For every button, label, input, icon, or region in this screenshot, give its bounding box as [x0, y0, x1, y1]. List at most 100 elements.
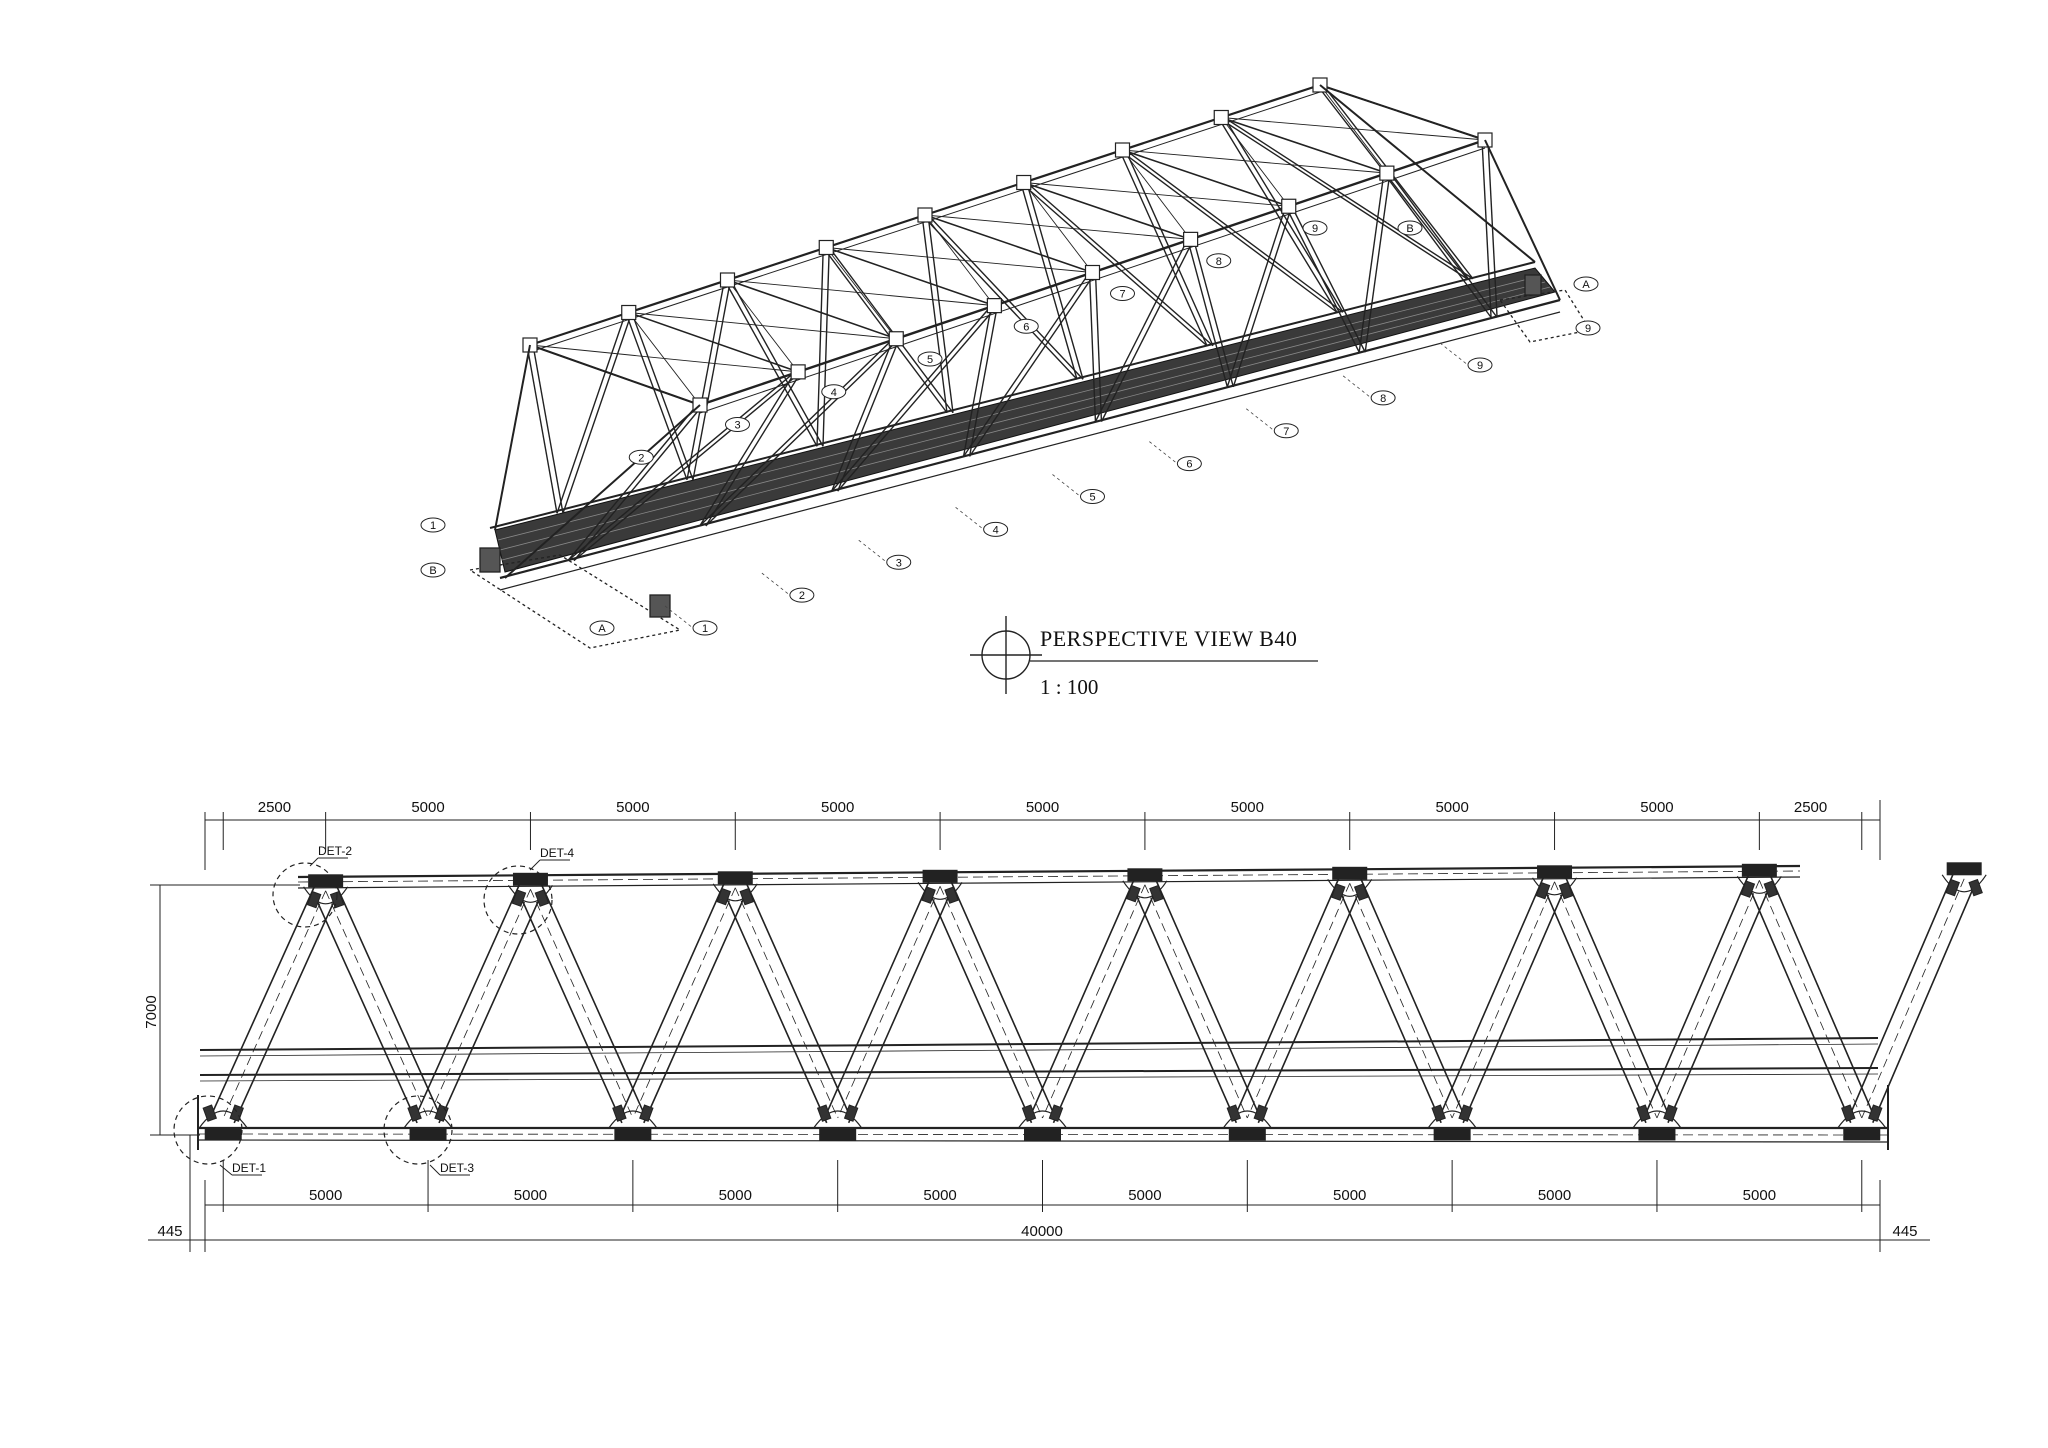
bolt-plate	[229, 1104, 244, 1122]
bolt-plate	[202, 1104, 218, 1122]
gridline-tag-label: 9	[1312, 223, 1318, 235]
far-diagonal	[828, 247, 954, 414]
gridline-tag-label: 8	[1380, 393, 1386, 405]
handrail-upper	[199, 1037, 1879, 1051]
top-dimension: 5000	[1026, 799, 1059, 816]
deck-lines	[497, 275, 1551, 561]
diagonal-edge	[1235, 878, 1340, 1114]
top-cross-beam	[825, 246, 995, 307]
diagonal-edge	[1052, 889, 1157, 1124]
diagonal-edge	[335, 885, 440, 1114]
far-diagonal	[729, 279, 824, 447]
top-dimension: 5000	[411, 799, 444, 816]
gridline-tag-label: 1	[430, 520, 436, 532]
bolt-plate	[1968, 878, 1983, 897]
top-gusset	[1537, 865, 1573, 879]
diagonal-centerline	[734, 887, 839, 1119]
truss-diagonals	[211, 873, 1976, 1124]
near-diagonal	[705, 338, 900, 527]
gridline-leader	[1246, 408, 1275, 432]
bolt-plate	[1867, 1104, 1883, 1122]
near-diagonal	[831, 338, 894, 492]
far-diagonal	[526, 344, 558, 514]
top-dimension: 5000	[1435, 799, 1468, 816]
top-cross-beam	[1319, 84, 1486, 141]
bolt-plate	[1126, 884, 1141, 903]
bolt-plate	[1431, 1104, 1446, 1122]
axis-tag	[420, 562, 446, 578]
diagonal-edge	[745, 882, 850, 1114]
gusset-node	[719, 272, 736, 288]
gusset-node	[621, 304, 637, 321]
diagonal-edge	[847, 890, 952, 1124]
diagonal-edge	[211, 885, 316, 1114]
top-x-brace	[628, 312, 701, 406]
dimension-ticks	[222, 812, 1863, 1212]
diagonal-edge	[416, 884, 521, 1114]
near-diagonal	[567, 404, 698, 562]
diagonal-edge	[1462, 886, 1567, 1124]
diagonal-edge	[928, 890, 1033, 1124]
gridline-tag	[821, 384, 847, 400]
top-dimension: 2500	[258, 799, 291, 816]
top-gusset	[922, 869, 958, 883]
top-gusset	[1332, 866, 1368, 880]
diagonal-centerline	[325, 890, 429, 1119]
far-diagonal	[921, 214, 948, 413]
bolt-plate	[1458, 1104, 1473, 1122]
diagonal-edge	[1872, 883, 1976, 1124]
top-x-brace	[1122, 149, 1191, 240]
far-diagonal	[1020, 182, 1078, 380]
gridline-leader	[955, 507, 984, 530]
bottom-dimension: 5000	[514, 1187, 547, 1204]
gusset-node	[1281, 198, 1297, 214]
gridline-tag	[725, 417, 750, 432]
bottom-gusset	[614, 1127, 652, 1141]
diagonal-edge	[1337, 887, 1442, 1124]
gridline-tag-label: 2	[799, 590, 805, 602]
near-diagonal	[573, 404, 704, 562]
bolt-plate	[1945, 878, 1960, 897]
diagonal-edge	[1564, 876, 1669, 1114]
near-end-post	[504, 404, 701, 579]
far-diagonal	[1118, 149, 1208, 347]
bottom-gusset	[409, 1127, 447, 1141]
diagonal-edge	[1359, 878, 1464, 1114]
bolt-plate	[1048, 1104, 1064, 1122]
top-cross-beam	[727, 279, 897, 340]
gusset-node	[1084, 264, 1101, 281]
near-diagonal	[1358, 173, 1385, 353]
diagonal-edge	[1440, 876, 1545, 1114]
diagonal-centerline	[1144, 884, 1248, 1119]
diagonal-edge	[950, 881, 1055, 1114]
gridline-tag-label: 6	[1186, 459, 1192, 471]
near-diagonal	[962, 272, 1091, 457]
bottom-dimension: 5000	[1538, 1187, 1571, 1204]
gridline-tag	[628, 449, 654, 465]
gridline-tag	[1080, 489, 1105, 504]
perspective-view	[468, 77, 1592, 649]
gusset-node	[790, 364, 806, 380]
gusset-node	[1183, 231, 1199, 247]
diagonal-edge	[643, 892, 747, 1124]
gusset-node	[1213, 109, 1229, 126]
gridline-tag-label: 3	[734, 420, 740, 432]
near-diagonal	[1232, 206, 1293, 388]
handrail-lower	[199, 1067, 1879, 1076]
near-diagonal	[1285, 205, 1360, 353]
overall-length-label: 40000	[1021, 1223, 1063, 1240]
bolt-plate	[944, 886, 959, 904]
gridline-leader	[1439, 342, 1469, 366]
gusset-node	[818, 239, 834, 256]
diagonal-centerline	[1349, 883, 1453, 1119]
gridline-tag-label: 4	[993, 524, 999, 536]
bottom-gusset-plate	[1837, 1110, 1887, 1129]
gridline-leader	[1052, 474, 1081, 497]
top-cross-beam	[1122, 149, 1290, 208]
diagonal-edge	[1645, 875, 1750, 1114]
axis-tag	[589, 620, 615, 636]
gridline-tag	[886, 554, 912, 570]
axis-tag	[1573, 276, 1599, 292]
bottom-gusset-plate	[198, 1110, 248, 1129]
